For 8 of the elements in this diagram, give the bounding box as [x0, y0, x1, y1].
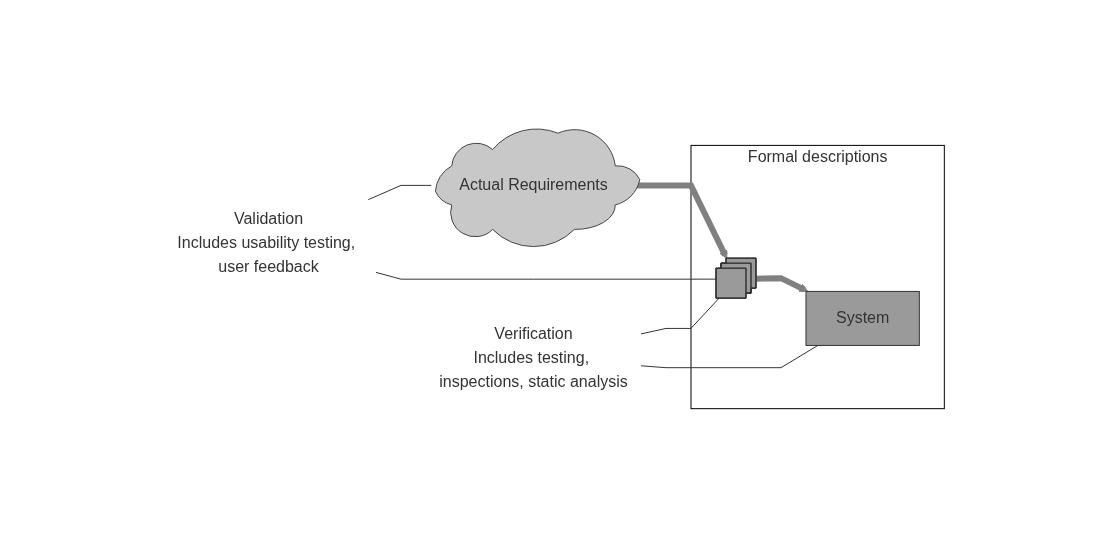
node-box: System — [805, 291, 920, 347]
connector — [640, 345, 819, 369]
connector — [375, 272, 717, 280]
arrow — [756, 275, 809, 293]
connector — [640, 298, 719, 335]
node-text: Validation Includes usability testing, user feedback — [177, 210, 356, 276]
connector — [367, 185, 432, 201]
node-text: Verification Includes testing, inspections, static analysis — [439, 324, 628, 390]
